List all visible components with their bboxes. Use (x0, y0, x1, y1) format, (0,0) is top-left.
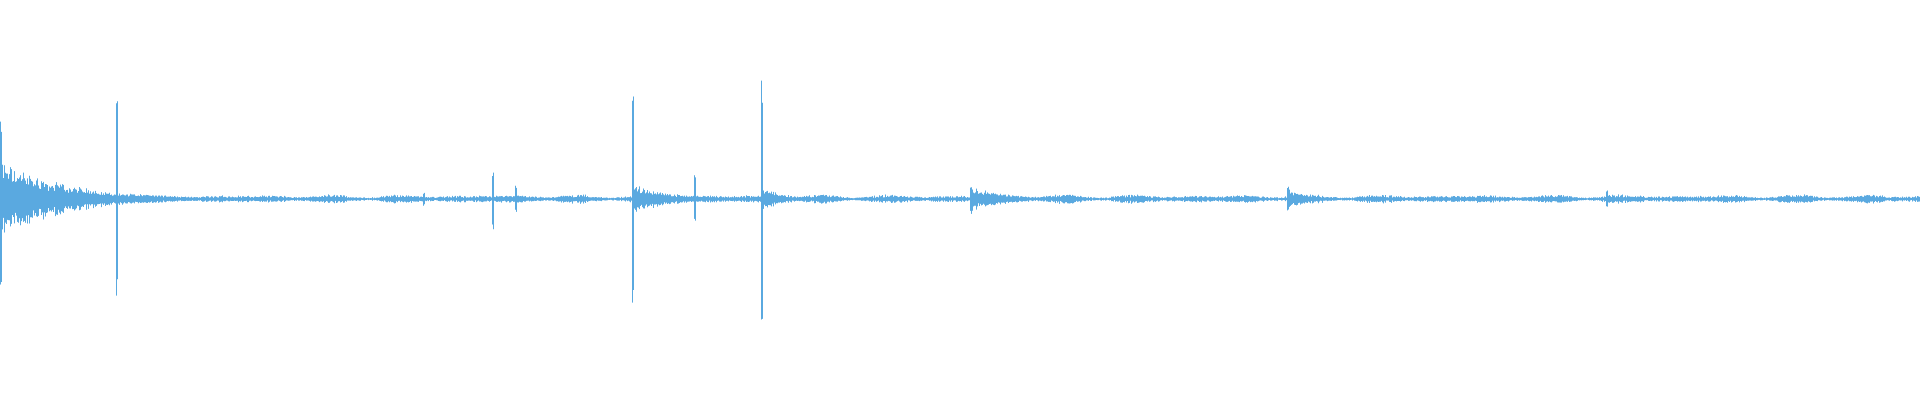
waveform-bars (0, 80, 1920, 320)
waveform-trace (0, 80, 1920, 320)
